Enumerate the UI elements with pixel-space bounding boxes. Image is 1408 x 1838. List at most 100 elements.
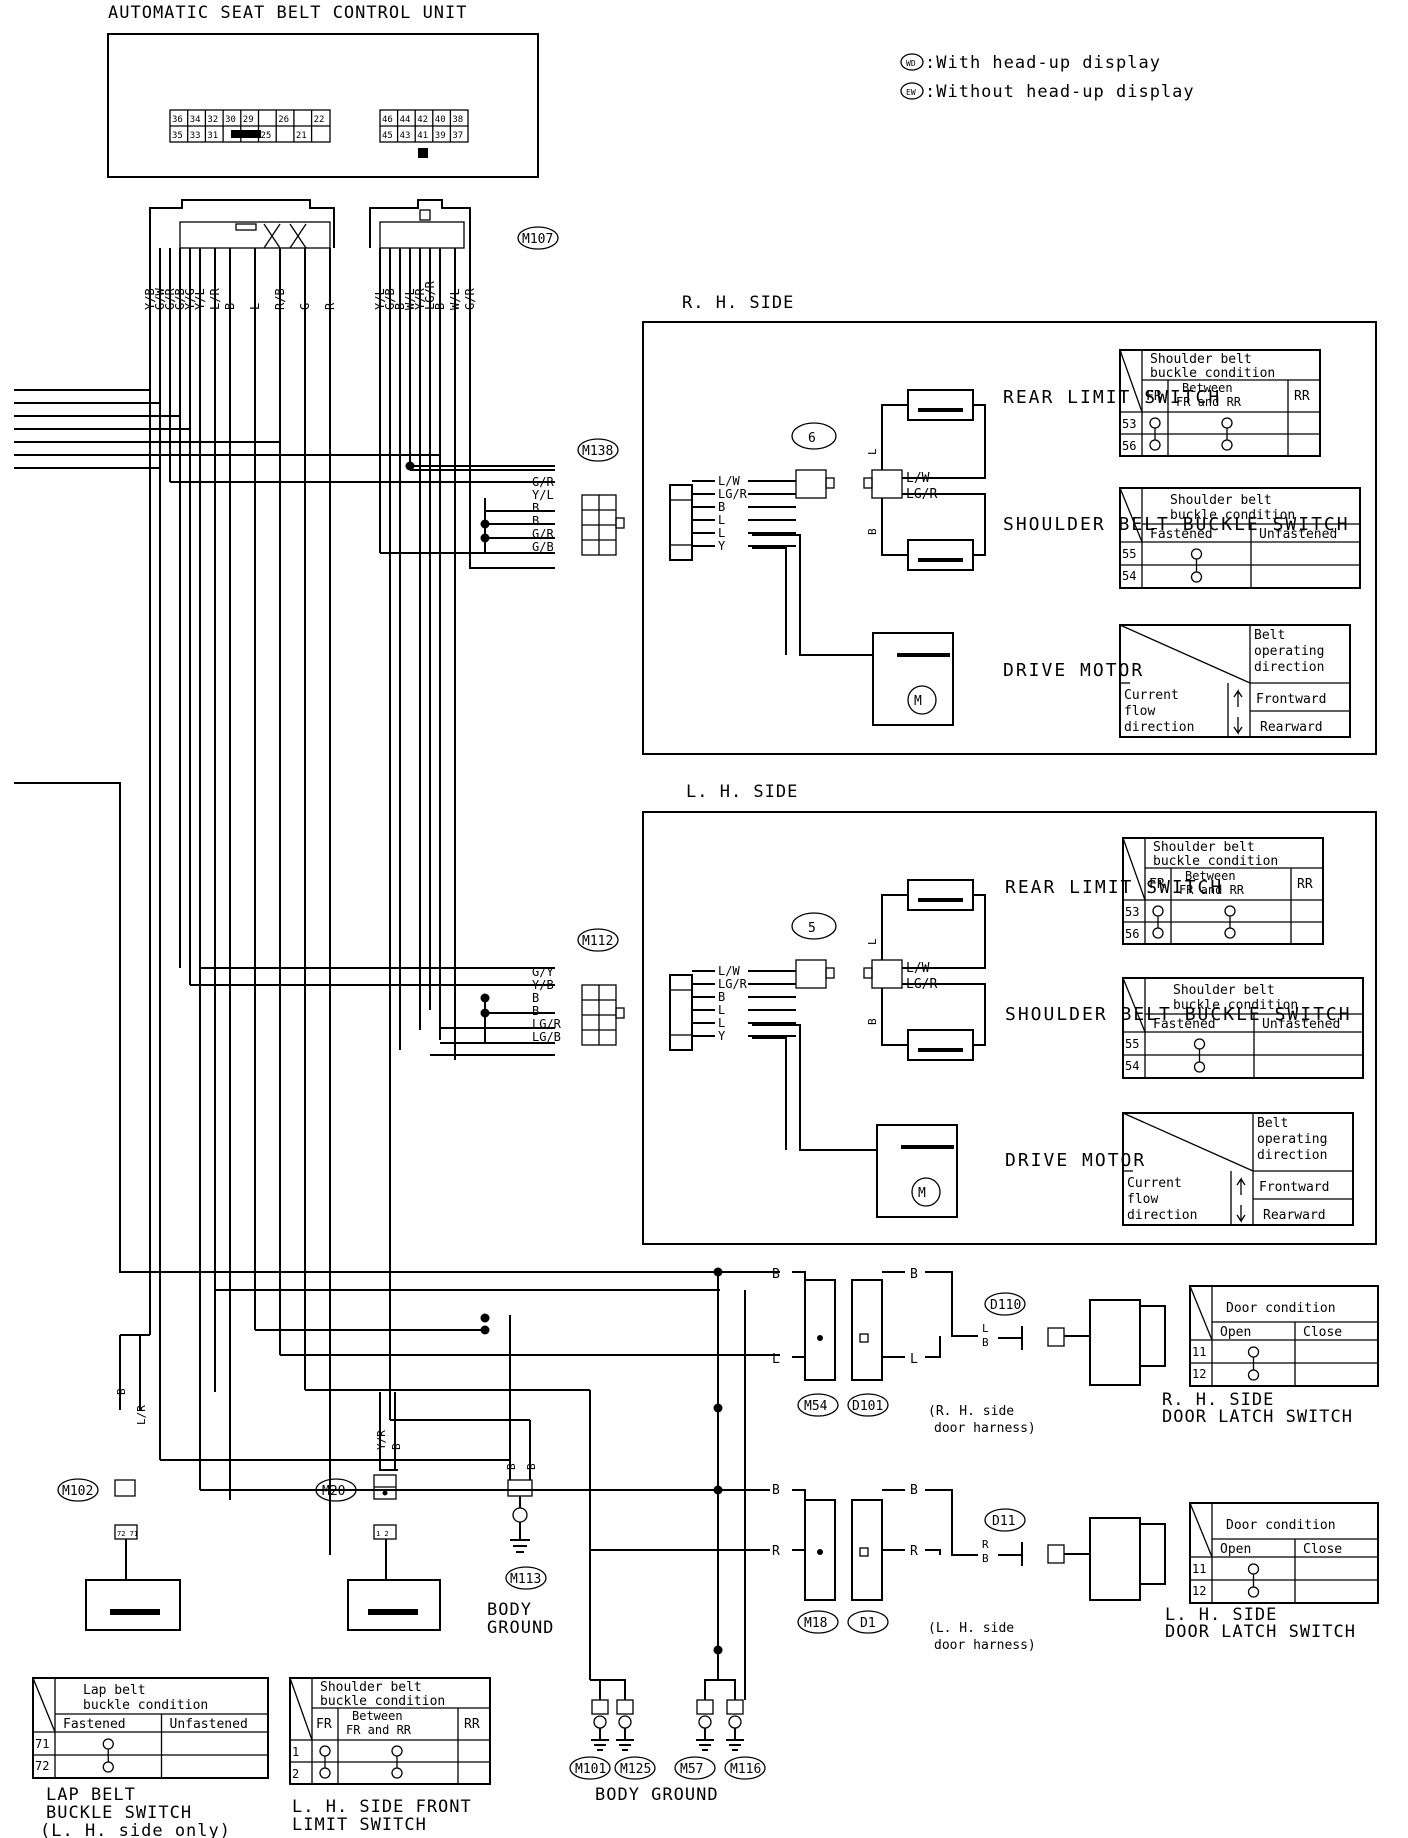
lap-switch-3: (L. H. side only) bbox=[40, 1821, 231, 1838]
lh-rear-limit-switch-label: REAR LIMIT SWITCH bbox=[1005, 877, 1223, 898]
table-row-label: 53 bbox=[1122, 417, 1136, 431]
table-col: RR bbox=[1294, 389, 1310, 404]
cu-pin: 37 bbox=[452, 131, 463, 141]
table-row-label: 55 bbox=[1125, 1037, 1139, 1051]
cu-pin: 46 bbox=[382, 115, 393, 125]
table-col: FR and RR bbox=[1179, 883, 1245, 897]
lap-pin-label: 72 71 bbox=[117, 1530, 138, 1538]
table-col: Unfastened bbox=[170, 1717, 248, 1732]
rh-unit-number: 6 bbox=[808, 431, 816, 446]
m20-wire-yr: Y/R bbox=[375, 1430, 388, 1450]
table-header: buckle condition bbox=[83, 1698, 208, 1713]
table-row-label: 2 bbox=[292, 1767, 299, 1781]
m20-wire-b: B bbox=[390, 1443, 403, 1450]
table-row-label: 56 bbox=[1122, 439, 1136, 453]
cu-pin: 31 bbox=[207, 131, 218, 141]
lh-unit-number: 5 bbox=[808, 921, 816, 936]
table-col: Unfastened bbox=[1262, 1017, 1340, 1032]
wires-main bbox=[14, 248, 780, 1680]
table-col: FR and RR bbox=[1176, 395, 1242, 409]
rh-door-harness-1: (R. H. side bbox=[928, 1404, 1014, 1419]
connector-wire-label: Y/L bbox=[532, 488, 554, 502]
connector-wire-label: G/R bbox=[532, 527, 554, 541]
d110-label: D110 bbox=[990, 1298, 1021, 1313]
rh-door-latch-2: DOOR LATCH SWITCH bbox=[1162, 1407, 1353, 1427]
m102-label: M102 bbox=[62, 1484, 93, 1499]
table-col: RR bbox=[1297, 877, 1313, 892]
lap-belt-switch: B L/R M102 72 71 bbox=[57, 1335, 181, 1631]
d101-connector-body bbox=[851, 1279, 883, 1381]
unit-wire-label: L bbox=[718, 1003, 725, 1017]
d1-wire-b: B bbox=[910, 1483, 918, 1498]
cu-pin: 45 bbox=[382, 131, 393, 141]
table-header: operating bbox=[1254, 644, 1324, 659]
table-col: FR bbox=[316, 1717, 332, 1732]
rh-door-harness-2: door harness) bbox=[934, 1421, 1036, 1436]
d11-wire-b: B bbox=[982, 1552, 989, 1565]
d110-wire-b: B bbox=[982, 1336, 989, 1349]
m107-connector: M107 bbox=[149, 199, 559, 250]
lh-unit-number-badge bbox=[791, 912, 837, 940]
connector-wire-label: B bbox=[532, 1004, 539, 1018]
table-row-label: 11 bbox=[1192, 1345, 1206, 1359]
table-row-label: Frontward bbox=[1256, 692, 1326, 707]
cu-pin: 40 bbox=[435, 115, 446, 125]
d101-wire-l: L bbox=[910, 1352, 918, 1367]
lh-motor-symbol bbox=[911, 1177, 941, 1207]
m107-badge bbox=[517, 226, 559, 250]
lh-motor-box bbox=[876, 1124, 958, 1218]
ground-label: M57 bbox=[680, 1762, 703, 1777]
d101-label: D101 bbox=[852, 1399, 883, 1414]
unit-wire-label: L bbox=[718, 513, 725, 527]
lh-side-box bbox=[642, 811, 1377, 1245]
table-header: Door condition bbox=[1226, 1518, 1336, 1533]
lh-wire-b-vert: B bbox=[866, 1018, 879, 1025]
control-unit-title: AUTOMATIC SEAT BELT CONTROL UNIT bbox=[108, 3, 468, 23]
table-header: buckle condition bbox=[1150, 366, 1275, 381]
rh-unit-number-badge bbox=[791, 422, 837, 450]
rh-motor-box bbox=[872, 632, 954, 726]
cu-pin: 30 bbox=[225, 115, 236, 125]
body-ground-2: GROUND bbox=[487, 1618, 554, 1638]
table-header: buckle condition bbox=[320, 1694, 445, 1709]
table-row-label: 11 bbox=[1192, 1562, 1206, 1576]
m20-pin-label: 1 2 bbox=[376, 1530, 389, 1538]
lh-door-latch-2: DOOR LATCH SWITCH bbox=[1165, 1622, 1356, 1642]
lh-front-limit-switch: Y/R B M20 1 2 bbox=[315, 1392, 441, 1631]
rh-side-box bbox=[642, 321, 1377, 755]
connector-wire-label: B bbox=[532, 991, 539, 1005]
body-ground-bottom-label: BODY GROUND bbox=[595, 1785, 719, 1805]
unit-wire-label: Y bbox=[718, 1029, 726, 1043]
m18-connector-body bbox=[804, 1499, 836, 1601]
table-row-header: Current bbox=[1127, 1176, 1182, 1191]
cu-pin: 21 bbox=[296, 131, 307, 141]
table-row-label: Rearward bbox=[1263, 1208, 1326, 1223]
d1-wire-r: R bbox=[910, 1544, 918, 1559]
unit-wire-label: B bbox=[718, 990, 725, 1004]
cu-pin: 36 bbox=[172, 115, 183, 125]
cu-pin: 38 bbox=[452, 115, 463, 125]
cu-pin: 41 bbox=[417, 131, 428, 141]
wd-badge bbox=[900, 53, 924, 71]
d1-connector-body bbox=[851, 1499, 883, 1601]
lh-door-harness-1: (L. H. side bbox=[928, 1621, 1014, 1636]
table-col: Open bbox=[1220, 1325, 1251, 1340]
table-row-label: 55 bbox=[1122, 547, 1136, 561]
table-header: Shoulder belt bbox=[320, 1680, 422, 1695]
table-header: operating bbox=[1257, 1132, 1327, 1147]
connector-wire-label: LG/B bbox=[532, 1030, 561, 1044]
body-ground-1: BODY bbox=[487, 1600, 532, 1620]
cu-pin: 22 bbox=[314, 115, 325, 125]
legend-ew: :Without head-up display bbox=[925, 82, 1195, 102]
lh-buckle-switch-symbol bbox=[907, 1029, 974, 1061]
rh-wire-b-vert: B bbox=[866, 528, 879, 535]
d101-wire-b: B bbox=[910, 1267, 918, 1282]
m107-label: M107 bbox=[522, 232, 553, 247]
table-row-label: 71 bbox=[35, 1737, 49, 1751]
